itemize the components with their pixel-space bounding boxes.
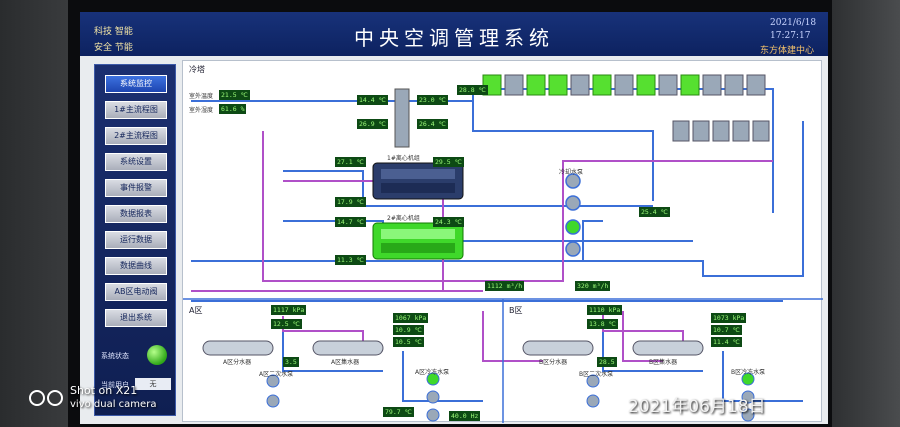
photo-wall xyxy=(830,0,900,427)
camera-watermark-line2: vivo dual camera xyxy=(70,399,157,410)
monitor-screen: 科技 智能 安全 节能 中央空调管理系统 2021/6/18 17:27:17 … xyxy=(80,12,828,424)
zone-a-value-5: 10.5 ℃ xyxy=(393,337,424,347)
menu-flow-1[interactable]: 1#主流程图 xyxy=(105,101,167,119)
zone-b-value-4: 1073 kPa xyxy=(711,313,747,323)
menu-flow-2[interactable]: 2#主流程图 xyxy=(105,127,167,145)
run-status-light xyxy=(147,345,167,365)
photo-date-stamp: 2021年06月18日 xyxy=(628,397,766,417)
chiller-2-label: 2#离心机组 xyxy=(387,215,420,222)
menu-system-monitor[interactable]: 系统监控 xyxy=(105,75,167,93)
flow-value-2: 320 m³/h xyxy=(575,281,611,291)
zone-a-separator-label: A区集水器 xyxy=(331,359,360,366)
cooling-pump-label: 冷却水泵 xyxy=(559,169,584,176)
outdoor-humidity-value: 61.6 % xyxy=(219,104,247,114)
zone-b-value-5: 11.4 ℃ xyxy=(711,337,742,347)
zone-a-value-4: 1067 kPa xyxy=(393,313,429,323)
run-status-label: 系统状态 xyxy=(101,352,129,360)
slogan-line1: 科技 智能 xyxy=(94,27,133,37)
menu-system-settings[interactable]: 系统设置 xyxy=(105,153,167,171)
zone-b-collector-label: B区分水器 xyxy=(539,359,568,366)
user-label: 当前用户 xyxy=(101,381,129,389)
app-header: 科技 智能 安全 节能 中央空调管理系统 2021/6/18 17:27:17 … xyxy=(80,12,828,56)
flow-value-1: 1112 m³/h xyxy=(485,281,525,291)
supply-pipes xyxy=(191,88,804,402)
slogan-line2: 安全 节能 xyxy=(94,43,133,53)
top-value-10: 25.4 ℃ xyxy=(639,207,670,217)
top-value-11: 26.9 ℃ xyxy=(357,119,388,129)
outdoor-temp-label: 室外温度 xyxy=(189,93,214,100)
camera-watermark-icon xyxy=(29,390,63,406)
top-value-12: 11.3 ℃ xyxy=(335,255,366,265)
page-title: 中央空调管理系统 xyxy=(354,26,554,50)
zone-a-pump-label: A区冷冻水泵 xyxy=(415,369,450,376)
zone-a-label: A区 xyxy=(189,306,203,315)
chiller-2[interactable] xyxy=(372,222,464,260)
menu-zone-valves[interactable]: AB区电动阀 xyxy=(105,283,167,301)
zone-a-value-8: 3.5 xyxy=(283,357,299,367)
header-company: 东方体建中心 xyxy=(760,46,815,56)
zone-b-value-3: 10.7 ℃ xyxy=(711,325,742,335)
zone-a-value-3: 10.9 ℃ xyxy=(393,325,424,335)
top-value-6: 29.5 ℃ xyxy=(433,157,464,167)
splitter-block xyxy=(394,88,410,148)
header-date: 2021/6/18 xyxy=(770,18,817,28)
menu-data-curve[interactable]: 数据曲线 xyxy=(105,257,167,275)
zone-a-collector-label: A区分水器 xyxy=(223,359,252,366)
zone-a-value-2: 12.5 ℃ xyxy=(271,319,302,329)
top-value-8: 24.3 ℃ xyxy=(433,217,464,227)
top-value-2: 23.0 ℃ xyxy=(417,95,448,105)
zone-b-value-6: 28.5 xyxy=(597,357,617,367)
side-menu: 系统监控 1#主流程图 2#主流程图 系统设置 事件报警 数据报表 运行数据 数… xyxy=(94,64,176,416)
zone-a-pump2-label: A区二次水泵 xyxy=(259,371,294,378)
zone-b-separator-label: B区集水器 xyxy=(649,359,678,366)
zone-a-value-1: 1117 kPa xyxy=(271,305,307,315)
cooling-pump-group xyxy=(565,173,581,257)
outdoor-temp-value: 21.5 ℃ xyxy=(219,90,250,100)
camera-watermark-line1: Shot on X21 xyxy=(70,384,138,397)
zone-b-pump-label: B区冷冻水泵 xyxy=(731,369,766,376)
tower-section-label: 冷塔 xyxy=(189,65,205,74)
pipe-diagram xyxy=(183,74,823,423)
top-value-3: 26.4 ℃ xyxy=(417,119,448,129)
top-value-1: 14.4 ℃ xyxy=(357,95,388,105)
zone-b-value-1: 1110 kPa xyxy=(587,305,623,315)
menu-data-report[interactable]: 数据报表 xyxy=(105,205,167,223)
zone-b-equipment[interactable] xyxy=(522,340,755,422)
zone-b-value-2: 13.8 ℃ xyxy=(587,319,618,329)
menu-run-data[interactable]: 运行数据 xyxy=(105,231,167,249)
zone-a-value-7: 40.0 Hz xyxy=(449,411,481,421)
top-value-5: 27.1 ℃ xyxy=(335,157,366,167)
top-value-7: 14.7 ℃ xyxy=(335,217,366,227)
menu-exit[interactable]: 退出系统 xyxy=(105,309,167,327)
chiller-1[interactable] xyxy=(372,162,464,200)
chiller-1-label: 1#离心机组 xyxy=(387,155,420,162)
zone-b-pump2-label: B区二次水泵 xyxy=(579,371,614,378)
user-value: 无 xyxy=(135,378,171,390)
top-value-9: 17.9 ℃ xyxy=(335,197,366,207)
outdoor-humidity-label: 室外湿度 xyxy=(189,107,214,114)
zone-a-equipment[interactable] xyxy=(202,340,440,422)
main-diagram: 冷塔 室外温度 21.5 ℃ 室外湿度 61.6 % 14.4 ℃ 23.0 ℃… xyxy=(182,60,823,423)
header-time: 17:27:17 xyxy=(770,31,811,41)
zone-b-label: B区 xyxy=(509,306,523,315)
menu-event-alarm[interactable]: 事件报警 xyxy=(105,179,167,197)
top-value-4: 28.8 ℃ xyxy=(457,85,488,95)
zone-a-value-6: 79.7 ℃ xyxy=(383,407,414,417)
